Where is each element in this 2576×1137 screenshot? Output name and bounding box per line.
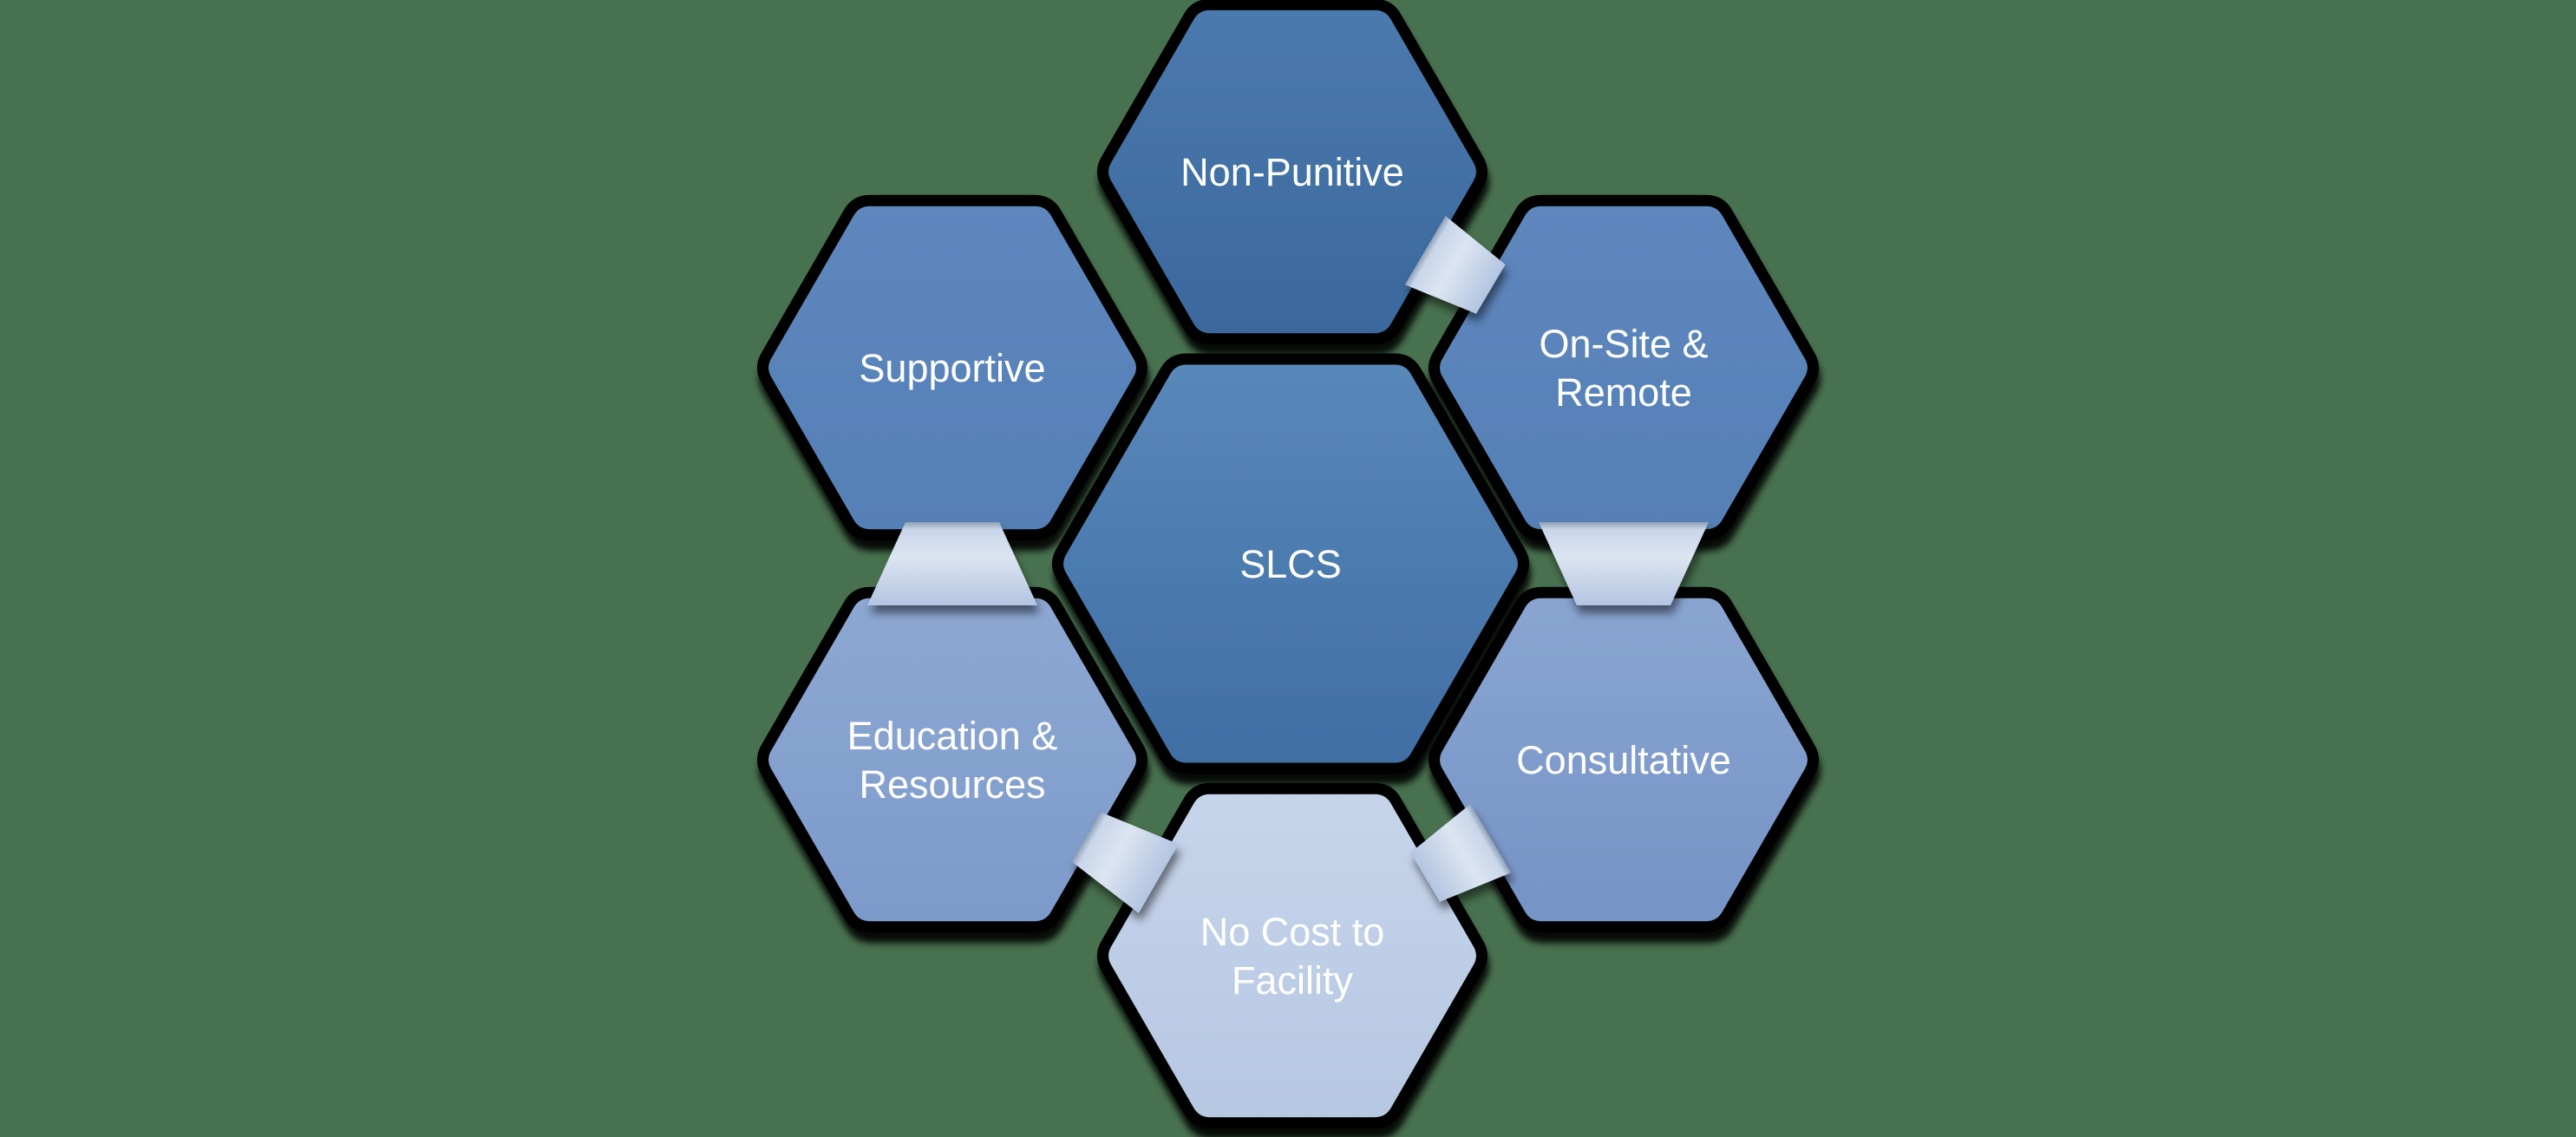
label-line: Resources: [859, 762, 1045, 807]
label-line: Remote: [1555, 370, 1692, 415]
hexagon-education-label: Education &Resources: [847, 714, 1058, 807]
connector-band-education-supportive: [867, 522, 1037, 605]
hexagon-non-punitive-label: Non-Punitive: [1180, 150, 1404, 194]
connector-band-consultative-no-cost: [1410, 804, 1512, 902]
hexagon-education-shape: [757, 586, 1147, 933]
hexagon-consultative-shape: [1429, 586, 1819, 933]
hexagon-consultative-label: Consultative: [1516, 738, 1731, 782]
hexagon-onsite-shape: [1429, 194, 1819, 541]
label-line: Facility: [1232, 958, 1354, 1003]
hexagon-slcs-shape: [1052, 353, 1529, 774]
label-line: Supportive: [859, 346, 1045, 390]
label-line: No Cost to: [1200, 910, 1385, 954]
label-line: SLCS: [1239, 542, 1342, 586]
hexagon-onsite-label: On-Site &Remote: [1539, 322, 1708, 415]
connector-band-non-punitive-onsite: [1404, 216, 1506, 314]
hexagon-no-cost-shape: [1097, 782, 1487, 1129]
label-line: Education &: [847, 714, 1058, 758]
hexagon-slcs-label: SLCS: [1239, 542, 1342, 586]
connector-band-onsite-consultative: [1539, 522, 1709, 605]
hexagons: [757, 0, 1819, 1129]
hexagon-supportive-shape: [757, 194, 1147, 541]
connector-band-no-cost-education: [1071, 812, 1179, 913]
label-line: Non-Punitive: [1180, 150, 1404, 194]
label-line: Consultative: [1516, 738, 1731, 782]
label-line: On-Site &: [1539, 322, 1708, 366]
hexagon-supportive-label: Supportive: [859, 346, 1045, 390]
connector-ribbons: [867, 216, 1709, 913]
hexagon-non-punitive-shape: [1097, 0, 1487, 345]
